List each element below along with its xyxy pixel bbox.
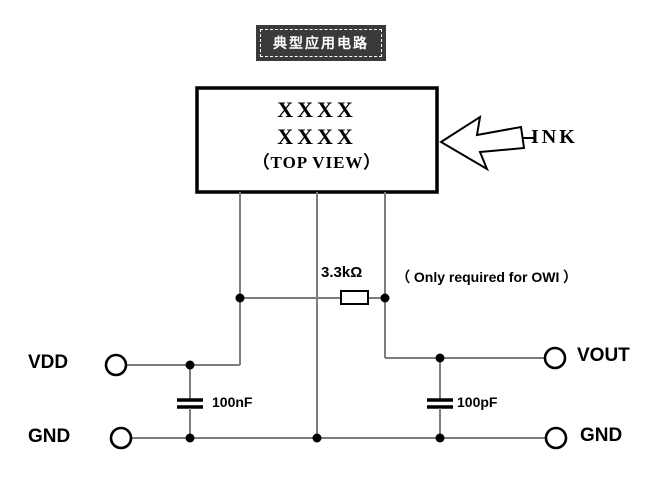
junction-dot xyxy=(185,360,195,370)
resistor-value-label: 3.3kΩ xyxy=(321,264,363,281)
terminal-label-gnd-left: GND xyxy=(28,426,71,447)
capacitor-right-value-label: 100pF xyxy=(457,394,498,410)
terminal-vdd xyxy=(104,353,128,377)
ic-package-outline xyxy=(195,86,439,194)
resistor-body xyxy=(340,290,369,305)
resistor-note-label: （ Only required for OWI ） xyxy=(396,269,578,285)
callout-arrow-icon xyxy=(439,114,526,172)
terminal-label-vdd: VDD xyxy=(28,352,69,373)
junction-dot xyxy=(185,433,195,443)
terminal-gnd-right xyxy=(544,426,568,450)
section-badge-label: 典型应用电路 xyxy=(260,29,382,57)
callout-label: INK xyxy=(531,126,578,148)
junction-dot xyxy=(312,433,322,443)
junction-dot xyxy=(380,293,390,303)
terminal-gnd-left xyxy=(109,426,133,450)
section-badge: 典型应用电路 xyxy=(256,25,386,61)
junction-dot xyxy=(435,433,445,443)
ic-part-number-line1: XXXX xyxy=(277,97,357,122)
terminal-label-gnd-right: GND xyxy=(580,425,623,446)
ic-top-view-label: （TOP VIEW） xyxy=(252,153,382,172)
terminal-label-vout: VOUT xyxy=(577,345,630,366)
junction-dot xyxy=(235,293,245,303)
junction-dot xyxy=(435,353,445,363)
capacitor-left-value-label: 100nF xyxy=(212,394,253,410)
ic-part-number-line2: XXXX xyxy=(277,124,357,149)
ic-label-block: XXXX XXXX （TOP VIEW） xyxy=(197,96,437,176)
terminal-vout xyxy=(543,346,567,370)
